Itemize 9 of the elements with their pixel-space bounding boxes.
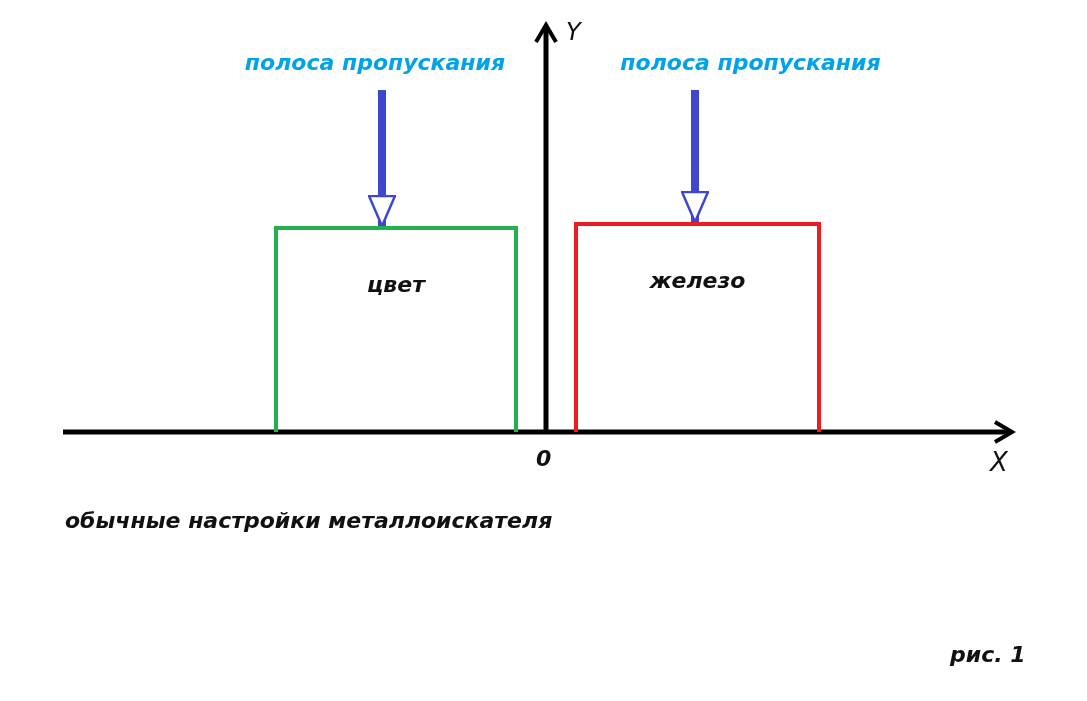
axis-label: Y bbox=[566, 18, 581, 46]
band-text: полоса пропускания bbox=[244, 50, 506, 75]
band-text: полоса пропускания bbox=[620, 50, 881, 75]
caption: обычные настройки металлоискателя bbox=[65, 508, 553, 533]
region-label: железо bbox=[649, 268, 746, 293]
figure-number: рис. 1 bbox=[950, 642, 1026, 667]
region-label: цвет bbox=[367, 272, 425, 297]
axis-label: X bbox=[990, 447, 1008, 477]
axis-label: 0 bbox=[536, 446, 552, 471]
